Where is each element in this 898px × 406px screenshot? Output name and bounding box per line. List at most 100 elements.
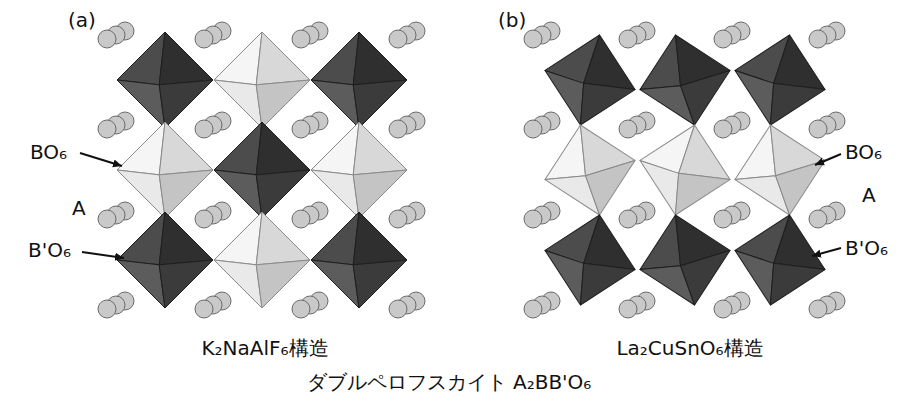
a-site-atom [292, 300, 310, 318]
octahedron-face [256, 170, 310, 218]
b-prime-octahedron [630, 25, 739, 134]
octahedron-face [311, 80, 359, 128]
b-prime-octahedron [725, 205, 834, 314]
a-site-atoms [98, 22, 845, 318]
b-prime-octahedron [630, 205, 739, 314]
b-octahedron [630, 115, 739, 224]
leader-lines [80, 153, 841, 258]
leader-line [815, 154, 841, 165]
b-prime-octahedron [311, 32, 407, 128]
octahedron-face [117, 170, 165, 218]
b-prime-octahedron [117, 32, 213, 128]
b-prime-octahedron [535, 25, 644, 134]
octahedron-face [159, 170, 213, 218]
b-prime-octahedron [311, 212, 407, 308]
leader-line [82, 252, 124, 258]
octahedron-face [159, 32, 213, 85]
octahedron-face [353, 80, 407, 128]
octahedron-face [680, 250, 740, 306]
octahedron-face [765, 79, 825, 135]
b-octahedron [117, 122, 213, 218]
leader-line [80, 153, 122, 166]
octahedron-face [214, 32, 262, 85]
octahedron-face [159, 80, 213, 128]
a-site-atom [292, 30, 310, 48]
a-site-atom [98, 210, 116, 228]
panel-label: (a) [68, 8, 96, 32]
octahedron-label: BO₆ [845, 140, 882, 164]
octahedron-face [159, 212, 213, 265]
a-site-atom [524, 300, 542, 318]
a-site-atom [714, 120, 732, 138]
octahedron-face [353, 212, 407, 265]
octahedron-face [117, 212, 165, 265]
a-site-atom [292, 210, 310, 228]
b-prime-octahedron [535, 205, 644, 314]
octahedron-face [159, 122, 213, 175]
a-site-atom [619, 300, 637, 318]
octahedron-face [117, 32, 165, 85]
octahedron-face [311, 122, 359, 175]
b-octahedron [725, 115, 834, 224]
a-site-atom [389, 30, 407, 48]
a-site-atom [809, 30, 827, 48]
a-site-atom [714, 300, 732, 318]
octahedron-face [117, 260, 165, 308]
octahedron-face [256, 32, 310, 85]
a-site-atom [524, 120, 542, 138]
structure-name: K₂NaAlF₆構造 [201, 336, 328, 360]
a-site-atom [809, 210, 827, 228]
a-site-atom [98, 300, 116, 318]
octahedron-face [214, 170, 262, 218]
site-label: A [72, 196, 86, 220]
b-prime-octahedron [117, 212, 213, 308]
b-prime-octahedron [725, 25, 834, 134]
octahedron-face [585, 160, 645, 216]
a-site-atom [809, 120, 827, 138]
a-site-atom [195, 300, 213, 318]
a-site-atom [524, 210, 542, 228]
octahedron-face [353, 260, 407, 308]
a-site-atom [389, 210, 407, 228]
octahedron-face [670, 169, 730, 225]
a-site-atom [389, 120, 407, 138]
octahedron-face [575, 259, 635, 315]
a-site-atom [195, 210, 213, 228]
octahedron-face [353, 32, 407, 85]
octahedron-face [117, 122, 165, 175]
octahedron-face [353, 170, 407, 218]
site-label: A [862, 183, 876, 207]
b-octahedron [214, 32, 310, 128]
octahedron-face [214, 260, 262, 308]
octahedron-label: B'O₆ [28, 238, 71, 262]
b-prime-octahedron [214, 122, 310, 218]
octahedron-face [765, 259, 825, 315]
structure-name: La₂CuSnO₆構造 [616, 336, 763, 360]
figure-caption: ダブルペロフスカイト A₂BB'O₆ [307, 370, 592, 394]
octahedron-face [680, 70, 740, 126]
a-site-atom [619, 120, 637, 138]
octahedron-face [256, 260, 310, 308]
octahedron-face [353, 122, 407, 175]
octahedron-face [311, 32, 359, 85]
octahedra [117, 25, 835, 314]
octahedron-face [311, 260, 359, 308]
octahedron-face [214, 80, 262, 128]
b-octahedron [214, 212, 310, 308]
a-site-atom [714, 30, 732, 48]
octahedron-face [256, 80, 310, 128]
octahedron-face [311, 170, 359, 218]
octahedron-face [159, 260, 213, 308]
octahedron-face [256, 122, 310, 175]
a-site-atom [292, 120, 310, 138]
a-site-atom [98, 120, 116, 138]
a-site-atom [714, 210, 732, 228]
octahedron-face [311, 212, 359, 265]
a-site-atom [98, 30, 116, 48]
a-site-atom [524, 30, 542, 48]
a-site-atom [195, 30, 213, 48]
a-site-atom [195, 120, 213, 138]
a-site-atom [389, 300, 407, 318]
octahedron-face [214, 212, 262, 265]
octahedron-face [575, 79, 635, 135]
